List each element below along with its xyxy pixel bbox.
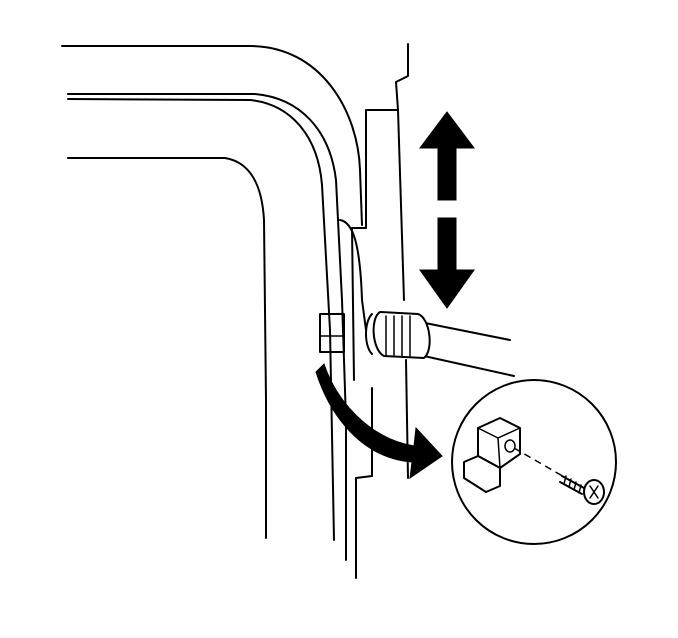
channel-strip-inner-curve <box>339 219 367 331</box>
screw-head-cross <box>589 485 599 499</box>
screw <box>559 475 605 505</box>
bracket-base <box>463 455 501 493</box>
clip-body <box>319 313 345 353</box>
detail-circle <box>451 379 617 545</box>
channel-strip <box>339 43 409 579</box>
rod-fitting-collar <box>365 313 373 355</box>
rod-fitting <box>365 311 515 377</box>
clip <box>319 313 345 353</box>
door-frame-middle <box>67 93 347 561</box>
bracket-front-edge <box>497 437 501 469</box>
bracket <box>463 417 521 493</box>
channel-strip-lower <box>355 387 373 579</box>
rod-top-edge <box>419 321 511 341</box>
bracket-hole <box>504 439 516 453</box>
arrow-up <box>419 111 475 201</box>
channel-strip-edge <box>397 109 405 301</box>
window-glass-edge <box>67 157 267 539</box>
door-frame <box>61 45 363 561</box>
rod-bottom-edge <box>423 355 515 377</box>
screw-threads <box>563 475 582 494</box>
adjustment-arrows <box>419 111 475 309</box>
channel-strip-outer <box>351 43 409 381</box>
door-frame-middle-inner <box>67 98 335 541</box>
detail-circle-outline <box>451 379 617 545</box>
alignment-dash-line <box>513 447 567 479</box>
arrow-down <box>419 217 475 309</box>
pointer-arrow <box>315 363 443 480</box>
pointer-arrow-shape <box>315 363 443 480</box>
door-frame-outer <box>61 45 363 226</box>
